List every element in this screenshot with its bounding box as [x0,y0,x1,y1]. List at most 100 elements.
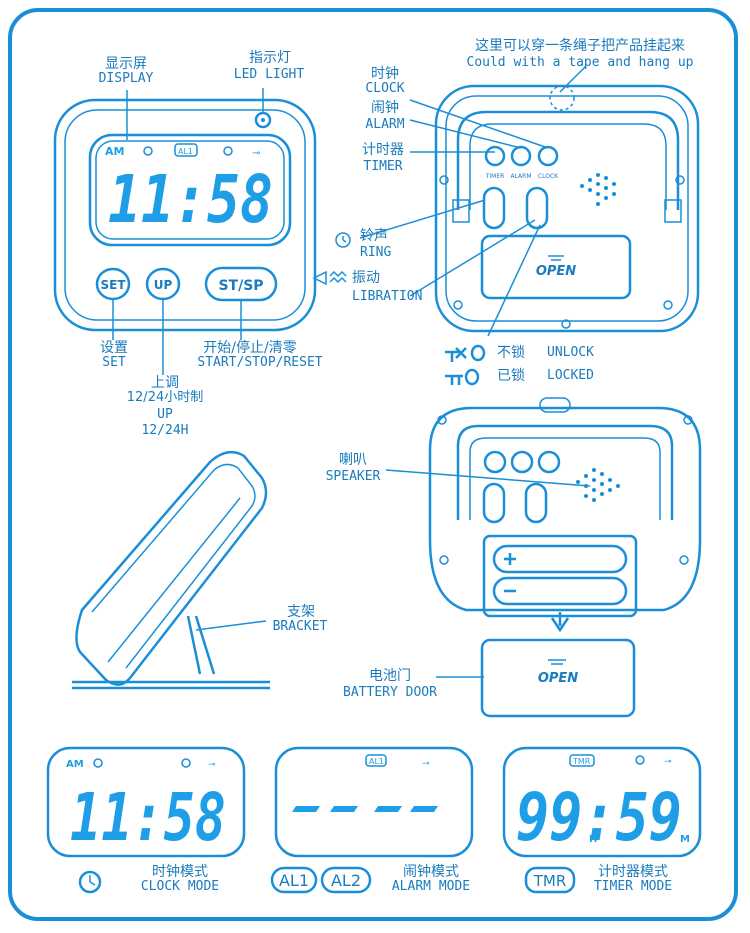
svg-text:TMR: TMR [572,757,591,766]
front-al1-box [174,143,198,157]
up-en: UP [157,407,173,422]
clock-cn: 时钟 [371,66,399,82]
ring-cn: 铃声 [360,228,388,244]
back-clock-button [537,145,559,167]
lock-icons [445,344,486,386]
svg-text:SET: SET [100,278,126,292]
locked-en: LOCKED [547,368,594,383]
up-en2: 12/24H [141,423,189,438]
ring-bell-icon [335,232,351,248]
clock-mode-en: CLOCK MODE [140,879,220,894]
front-am: AM [105,145,124,158]
set-en: SET [102,355,126,370]
timer-mode-cn: 计时器模式 [598,864,668,880]
svg-text:⊸: ⊸ [422,759,430,769]
battery-door [480,638,636,718]
dash-segments [292,806,438,812]
svg-text:AL1: AL1 [178,147,193,156]
svg-text:⊸: ⊸ [664,757,672,767]
ring-vib-switch [482,186,506,230]
battery-1 [492,544,628,574]
hang-en: Could with a tape and hang up [466,55,694,70]
back-speaker-top [580,173,616,206]
door-cn: 电池门 [369,668,411,684]
bracket-en: BRACKET [272,619,328,634]
open-leaders [385,469,591,678]
door-en: BATTERY DOOR [343,685,437,700]
set-button [95,267,131,301]
front-device: AM AL1 ⊸ 11:58 SET UP ST/SP [53,98,317,332]
unlock-en: UNLOCK [547,345,594,360]
led-cn: 指示灯 [249,50,291,66]
lock-switch [525,186,549,230]
ring-en: RING [360,245,392,260]
svg-text:ST/SP: ST/SP [218,278,263,294]
speaker-cn: 喇叭 [339,452,367,468]
unlock-cn: 不锁 [497,345,525,361]
svg-text:AL2: AL2 [331,871,361,890]
set-cn: 设置 [100,340,128,356]
speaker-en: SPEAKER [325,469,381,484]
front-leaders [112,88,351,375]
front-clock-icon [143,146,153,156]
front-bell-icon [223,146,233,156]
svg-text:TMR: TMR [533,872,567,890]
alarm-mode-panel: AL1 ⊸ [274,746,474,858]
svg-text:AM: AM [66,759,84,770]
unlock-icon [445,347,467,362]
timer-mode-panel: TMR ⊸ 99:59 H M [502,746,702,858]
battery-2 [492,576,628,606]
svg-text:M: M [680,834,690,845]
back-alarm-button [510,145,532,167]
led-indicator [254,111,272,129]
mode-icons: AL1 AL2 TMR [78,866,576,894]
display-en: DISPLAY [98,71,154,86]
bracket-cn: 支架 [287,604,315,620]
svg-text:TIMER: TIMER [485,173,505,180]
clock-mode-panel: AM ⊸ 11:58 [46,746,246,858]
outer-frame [8,8,738,921]
bracket-leg [186,615,216,675]
clock-mode-icon [78,870,102,894]
open-device: OPEN [428,397,702,718]
front-time: 11:58 [108,161,273,238]
svg-text:CLOCK: CLOCK [538,173,559,180]
display-cn: 显示屏 [105,56,147,72]
led-en: LED LIGHT [233,67,305,82]
stsp-en: START/STOP/RESET [197,355,323,370]
svg-text:OPEN: OPEN [538,671,578,686]
locked-icon [445,374,463,385]
svg-text:UP: UP [154,278,173,292]
alarm-en: ALARM [365,117,405,132]
vib-cn: 振动 [352,270,380,286]
vibration-icon [312,270,327,286]
front-lock-icon: ⊸ [252,148,260,159]
svg-text:ALARM: ALARM [510,173,531,180]
clock-en: CLOCK [365,81,405,96]
svg-text:AL1: AL1 [279,871,309,890]
back-timer-button [484,145,506,167]
stsp-cn: 开始/停止/清零 [203,340,297,356]
hang-cn: 这里可以穿一条绳子把产品挂起来 [475,38,685,54]
locked-cn: 已锁 [497,368,525,384]
timer-en: TIMER [363,159,403,174]
hang-hole [549,85,575,111]
up-cn2: 12/24小时制 [126,390,204,405]
alarm-mode-cn: 闹钟模式 [403,864,459,880]
clock-mode-cn: 时钟模式 [152,864,208,880]
side-view [72,450,270,690]
svg-text:⊸: ⊸ [208,760,216,770]
up-cn: 上调 [151,375,179,391]
up-button [145,267,181,301]
down-arrow [550,612,570,633]
timer-mode-en: TIMER MODE [593,879,673,894]
alarm-mode-en: ALARM MODE [391,879,471,894]
svg-text:H: H [589,834,597,845]
alarm-cn: 闹钟 [371,100,399,116]
vib-en: LIBRATION [352,289,423,304]
svg-text:11:58: 11:58 [70,779,226,856]
svg-text:AL1: AL1 [369,757,384,766]
svg-text:99:59: 99:59 [516,779,682,856]
battery-door-closed [480,234,632,300]
